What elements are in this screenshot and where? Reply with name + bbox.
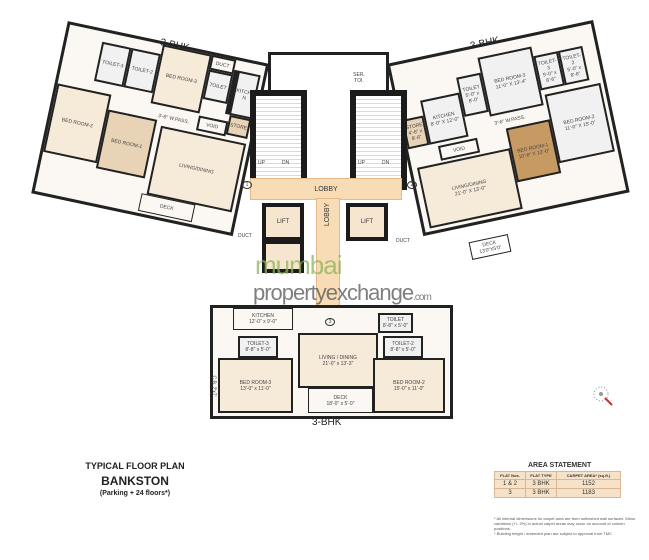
lift-label: LIFT [276,219,290,225]
room-dim: 8'-8" x 5'-0" [382,323,409,329]
cell: 3 BHK [525,479,557,489]
room-label: DUCT [215,60,231,70]
room-label: TOILET [208,81,228,92]
header-cell: FLAT Nos. [494,471,526,480]
compass-icon [593,386,613,406]
note: * Building height / amended plan are sub… [494,531,612,536]
room-label: LIVING / DINING [318,354,358,361]
room-label: STORE [229,122,248,132]
up-label: UP [258,160,265,166]
cell: 3 [494,488,526,498]
lobby: LOBBY [250,178,402,200]
lobby-label: LOBBY [314,185,338,193]
area-notes: * All internal dimensions for carpet are… [494,516,642,536]
cell: 1152 [556,479,621,489]
room-label: DECK [159,203,175,213]
dn-label: DN [282,160,290,166]
room-label: VOID [205,121,219,131]
watermark-part: propertyexchange [253,280,414,305]
plan-title: TYPICAL FLOOR PLAN [85,461,185,471]
room-label: BED ROOM-1 [110,137,143,151]
note: * All internal dimensions for carpet are… [494,516,636,531]
lift-left-2 [262,240,304,273]
unit-3-number: 3 [325,318,335,326]
room-label: BED ROOM-3 [165,72,198,86]
room-dim: 8'-8" x 5'-0" [390,347,416,353]
room-dim: 15'-0" x 11'-0" [393,385,425,392]
unit-3-type-label: 3-BHK [312,417,342,428]
cupboard-label: C.B. 2'x7' [210,375,217,397]
room-dim: 13'-0" x 11'-0" [240,385,271,392]
lobby-vertical: LOBBY [316,198,340,310]
room-label: TOILET-3 [101,59,124,70]
bedroom-3: BED ROOM-3 [150,44,212,114]
room-dim: 21'-0" x 13'-3" [322,360,354,367]
unit-2-number: 2 [407,181,417,189]
servant-toilet-label: SER. TOI. [353,72,365,84]
room-label: BED ROOM-2 [61,117,94,130]
room-label: TOILET-3 [247,341,269,347]
table-row: 1 & 2 3 BHK 1152 [494,479,621,489]
table-row: 3 3 BHK 1183 [494,488,621,498]
room-label: TOILET [386,317,405,323]
watermark-logo: mumbai [255,250,342,280]
lift-label: LIFT [360,219,374,225]
duct-label: DUCT [396,238,410,244]
room-label: LIVING/DINING [178,162,215,176]
table-header: FLAT Nos. FLAT TYPE CARPET AREA* (sq.ft.… [494,471,621,480]
room-label: TOILET-2 [130,65,154,76]
room-label: BED ROOM-2 [393,379,425,386]
room-label: DECK [333,394,348,401]
room-label: TOILET-2 [392,341,414,347]
room-dim: 4'-6" x 8'-6" [408,128,423,143]
header-cell: CARPET AREA* (sq.ft.) [556,471,621,480]
duct-label: DUCT [238,233,252,239]
cell: 1 & 2 [494,479,526,489]
unit-1-number: 1 [242,181,252,189]
lift-left: LIFT [262,203,304,241]
building-floors: (Parking + 24 floors*) [99,490,171,497]
staircase-left [250,90,307,190]
store: STORE [225,114,252,139]
watermark-part: .com [413,292,432,303]
room-label: BED ROOM-3 [239,379,272,386]
room-label: VOID [452,145,466,154]
room-dim: 8'-8" x 5'-0" [245,347,271,353]
w-pass-label: 3'-6" W.PASS. [157,112,190,126]
cell: 3 BHK [525,488,557,498]
area-statement-table: FLAT Nos. FLAT TYPE CARPET AREA* (sq.ft.… [494,471,621,498]
lift-right: LIFT [346,203,388,241]
dn-label: DN [382,160,390,166]
unit-1: TOILET-3 TOILET-2 BED ROOM-3 DUCT TOILET… [31,21,270,237]
watermark-text: propertyexchange.com [253,280,432,306]
building-name: BANKSTON [101,474,169,488]
staircase-right [350,90,407,190]
cell: 1183 [556,488,621,498]
void: VOID [195,115,229,137]
lobby-label: LOBBY [324,202,332,227]
header-cell: FLAT TYPE [525,471,557,480]
up-label: UP [358,160,365,166]
area-statement-title: AREA STATEMENT [528,462,592,469]
room-label: KITCHEN [252,313,274,319]
bedroom-1: BED ROOM-1 [95,109,158,179]
room-dim: 18'-0" x 5'-0" [326,400,355,407]
room-dim: 12'-0" x 9'-0" [249,319,277,325]
